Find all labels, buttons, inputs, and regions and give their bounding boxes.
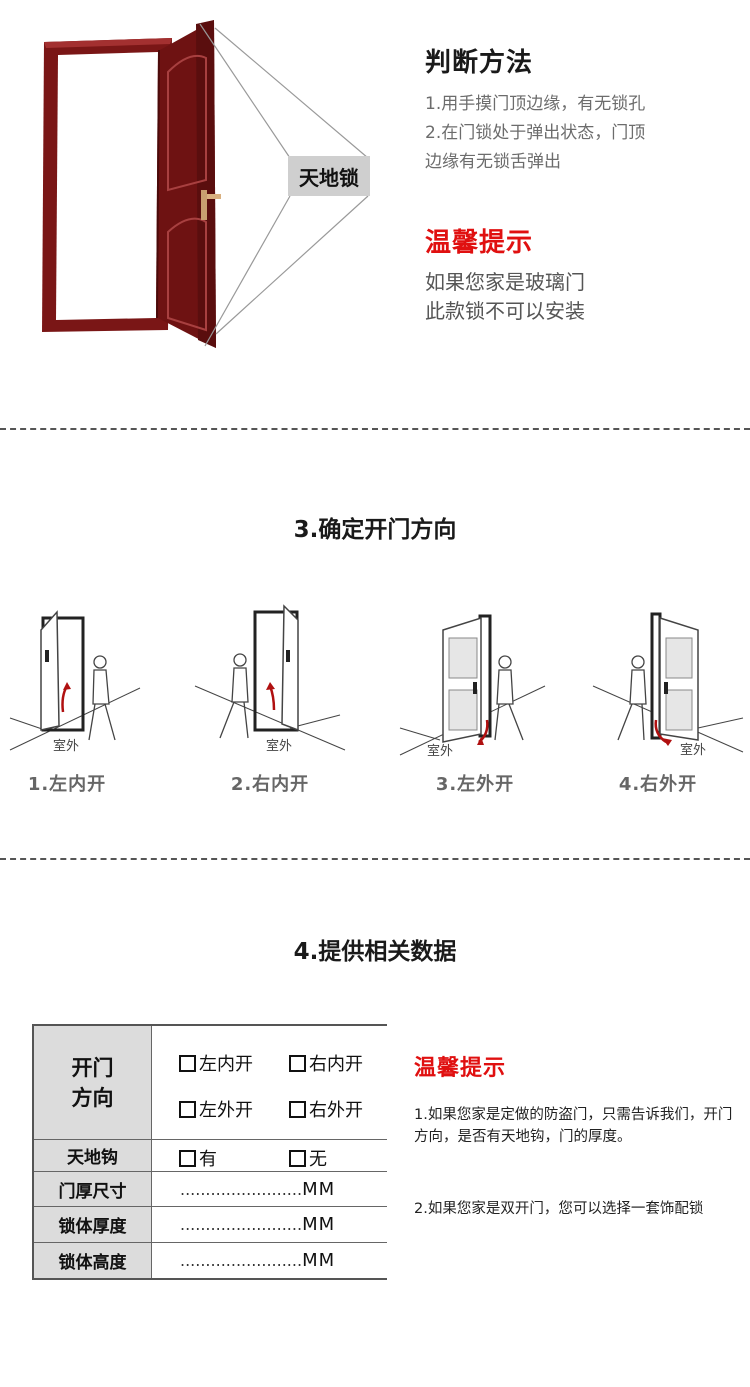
judge-method-title: 判断方法: [425, 48, 534, 78]
option-right-outward[interactable]: 右外开: [289, 1096, 363, 1122]
lock-body-thickness-field[interactable]: ........................MM: [152, 1207, 387, 1243]
hook-header: 天地钩: [34, 1140, 152, 1172]
data-table: 开门 方向 左内开 右内开 左外开 右外开 天地钩 有 无 门厚尺寸 .....…: [32, 1024, 387, 1280]
outside-label: 室外: [53, 738, 79, 754]
direction-diagram-3: 室外: [399, 614, 546, 759]
warm-tip-lines: 如果您家是玻璃门 此款锁不可以安装: [425, 268, 745, 326]
warm-tip-title: 温馨提示: [425, 228, 534, 258]
judge-line: 2.在门锁处于弹出状态，门顶: [425, 123, 646, 143]
checkbox[interactable]: [289, 1100, 306, 1118]
lock-body-height-header: 锁体高度: [34, 1243, 152, 1278]
door-illustration: [42, 20, 369, 348]
warm-tip-title-2: 温馨提示: [414, 1056, 507, 1081]
judge-line: 边缘有无锁舌弹出: [425, 152, 561, 172]
section-divider: [0, 858, 750, 860]
section3-title: 3.确定开门方向: [293, 517, 457, 543]
hook-options: 有 无: [152, 1140, 387, 1172]
checkbox[interactable]: [289, 1054, 306, 1072]
judge-method-lines: 1.用手摸门顶边缘，有无锁孔 2.在门锁处于弹出状态，门顶 边缘有无锁舌弹出: [425, 90, 745, 177]
lock-body-height-field[interactable]: ........................MM: [152, 1243, 387, 1278]
checkbox[interactable]: [179, 1054, 196, 1072]
tip-line: 此款锁不可以安装: [425, 299, 585, 323]
direction-label-1: 1.左内开: [27, 774, 107, 795]
tip-line: 如果您家是玻璃门: [425, 270, 585, 294]
tip-paragraph-1: 1.如果您家是定做的防盗门，只需告诉我们，开门方向，是否有天地钩，门的厚度。: [414, 1107, 733, 1145]
option-hook-yes[interactable]: 有: [179, 1145, 217, 1171]
tip-paragraph-2: 2.如果您家是双开门，您可以选择一套饰配锁: [414, 1201, 704, 1217]
section4-title: 4.提供相关数据: [293, 939, 457, 965]
judge-line: 1.用手摸门顶边缘，有无锁孔: [425, 94, 646, 114]
checkbox[interactable]: [179, 1149, 196, 1167]
option-left-outward[interactable]: 左外开: [179, 1096, 253, 1122]
direction-options: 左内开 右内开 左外开 右外开: [152, 1026, 387, 1140]
sky-earth-lock-label: 天地锁: [288, 156, 370, 196]
outside-label: 室外: [427, 743, 453, 759]
option-right-inward[interactable]: 右内开: [289, 1050, 363, 1076]
outside-label: 室外: [266, 738, 292, 754]
direction-diagram-4: 室外: [592, 612, 744, 758]
door-thickness-header: 门厚尺寸: [34, 1172, 152, 1207]
option-left-inward[interactable]: 左内开: [179, 1050, 253, 1076]
checkbox[interactable]: [289, 1149, 306, 1167]
option-hook-no[interactable]: 无: [289, 1145, 327, 1171]
direction-label-3: 3.左外开: [435, 774, 515, 795]
checkbox[interactable]: [179, 1100, 196, 1118]
section-divider: [0, 428, 750, 430]
direction-diagram-1: 室外: [9, 610, 141, 754]
direction-label-2: 2.右内开: [230, 774, 310, 795]
direction-label-4: 4.右外开: [618, 774, 698, 795]
lock-body-thickness-header: 锁体厚度: [34, 1207, 152, 1243]
direction-diagram-2: 室外: [194, 604, 346, 754]
door-thickness-field[interactable]: ........................MM: [152, 1172, 387, 1207]
direction-header: 开门 方向: [34, 1026, 152, 1140]
outside-label: 室外: [680, 742, 706, 758]
